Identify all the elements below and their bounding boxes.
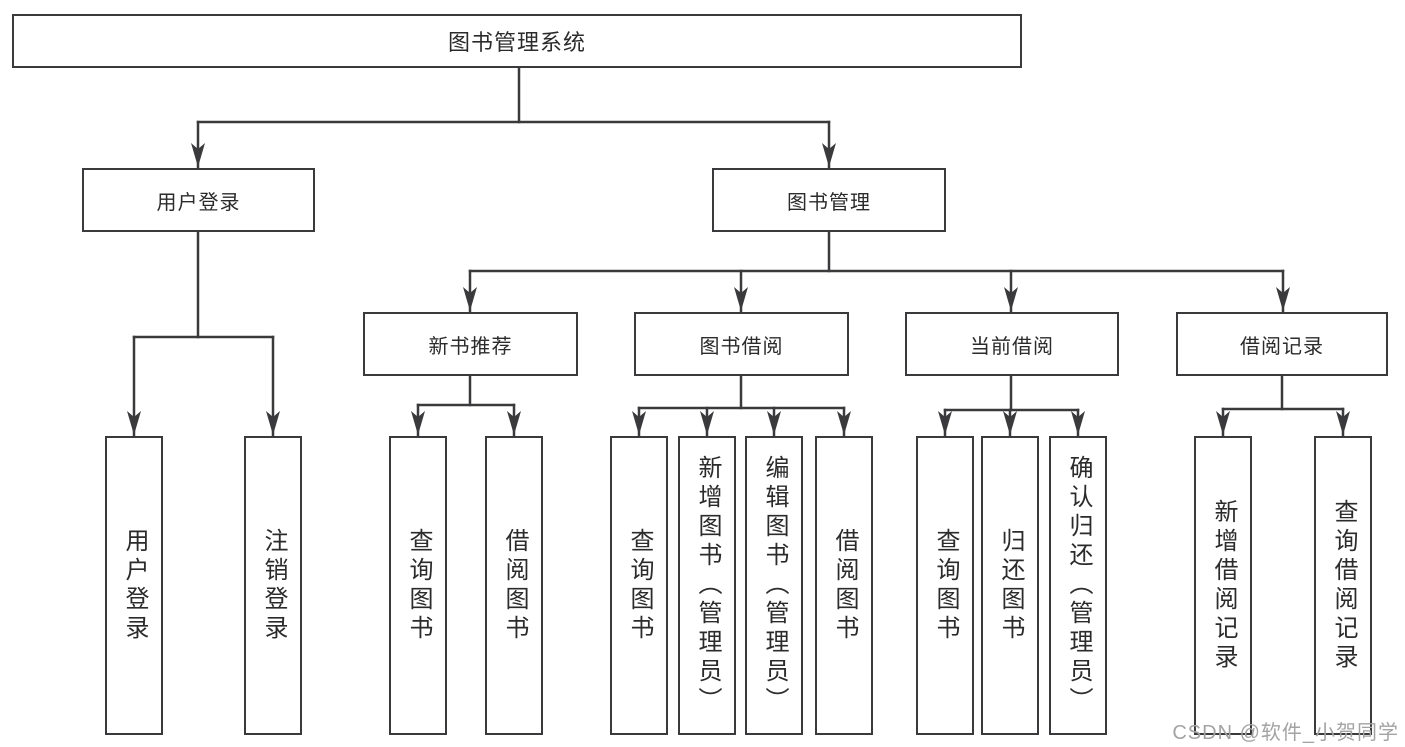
leaf-borrow-query-books: 查询图书: [610, 436, 668, 735]
leaf-current-query-books-label: 查询图书: [932, 527, 959, 644]
leaf-newbook-query-books: 查询图书: [389, 436, 447, 735]
leaf-logout-label: 注销登录: [260, 527, 287, 644]
node-book-management: 图书管理: [712, 168, 946, 232]
leaf-borrow-add-books-admin-label: 新增图书（管理员）: [694, 455, 721, 716]
leaf-borrow-borrow-books: 借阅图书: [815, 436, 873, 735]
leaf-logout: 注销登录: [244, 436, 302, 735]
leaf-borrow-query-books-label: 查询图书: [626, 527, 653, 644]
node-new-book-recommend: 新书推荐: [363, 312, 578, 376]
node-library-management-system: 图书管理系统: [12, 14, 1022, 68]
leaf-user-login-label: 用户登录: [121, 527, 148, 644]
node-book-borrow: 图书借阅: [634, 312, 849, 376]
node-current-borrow: 当前借阅: [905, 312, 1119, 376]
node-user-login: 用户登录: [82, 168, 315, 232]
leaf-current-confirm-return-admin: 确认归还（管理员）: [1049, 436, 1107, 735]
leaf-current-return-books: 归还图书: [981, 436, 1039, 735]
leaf-current-return-books-label: 归还图书: [997, 527, 1024, 644]
leaf-current-confirm-return-admin-label: 确认归还（管理员）: [1065, 455, 1092, 716]
leaf-borrow-edit-books-admin-label: 编辑图书（管理员）: [761, 455, 788, 716]
leaf-borrow-borrow-books-label: 借阅图书: [831, 527, 858, 644]
leaf-newbook-borrow-books: 借阅图书: [485, 436, 543, 735]
leaf-records-query-record: 查询借阅记录: [1314, 436, 1372, 735]
leaf-newbook-borrow-books-label: 借阅图书: [501, 527, 528, 644]
leaf-borrow-add-books-admin: 新增图书（管理员）: [678, 436, 736, 735]
leaf-records-add-record-label: 新增借阅记录: [1210, 498, 1237, 673]
leaf-records-query-record-label: 查询借阅记录: [1330, 498, 1357, 673]
leaf-borrow-edit-books-admin: 编辑图书（管理员）: [745, 436, 803, 735]
leaf-user-login: 用户登录: [105, 436, 163, 735]
leaf-newbook-query-books-label: 查询图书: [405, 527, 432, 644]
csdn-watermark: CSDN @软件_小贺同学: [1172, 722, 1399, 744]
leaf-current-query-books: 查询图书: [916, 436, 974, 735]
node-borrow-records: 借阅记录: [1176, 312, 1388, 376]
leaf-records-add-record: 新增借阅记录: [1194, 436, 1252, 735]
